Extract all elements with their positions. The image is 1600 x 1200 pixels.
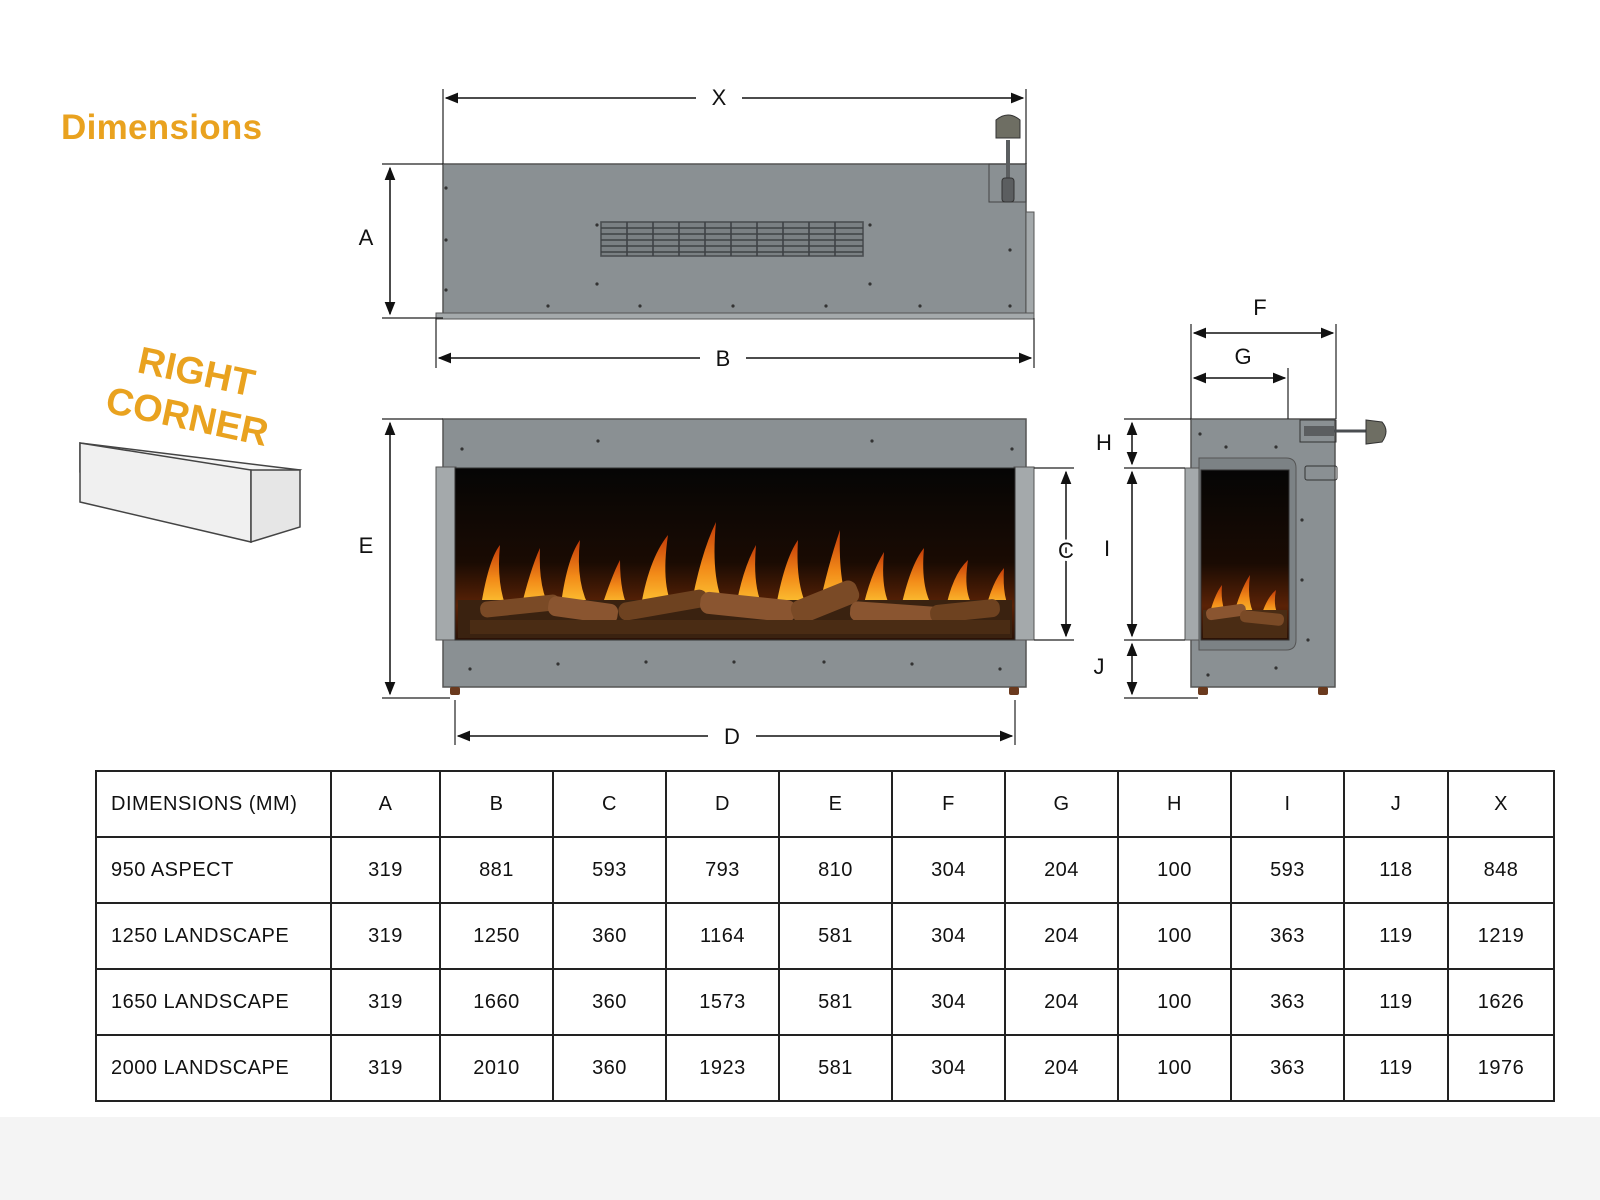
vent-grille [600,221,864,257]
model-name-cell: 2000 LANDSCAPE [95,1034,332,1102]
table-cell: 593 [1230,836,1345,904]
table-header-cell: F [891,770,1006,838]
model-name-cell: 1250 LANDSCAPE [95,902,332,970]
table-cell: 1923 [665,1034,780,1102]
table-header-cell: G [1004,770,1119,838]
footer-band [0,1117,1600,1200]
table-cell: 1164 [665,902,780,970]
table-cell: 1976 [1447,1034,1555,1102]
table-header-cell: B [439,770,554,838]
table-cell: 100 [1117,1034,1232,1102]
table-cell: 363 [1230,968,1345,1036]
table-cell: 319 [330,902,441,970]
model-name-cell: 950 ASPECT [95,836,332,904]
dim-label-f: F [1253,295,1266,320]
dim-label-i: I [1104,536,1110,561]
model-name-cell: 1650 LANDSCAPE [95,968,332,1036]
table-cell: 810 [778,836,893,904]
table-cell: 881 [439,836,554,904]
table-cell: 360 [552,968,667,1036]
table-cell: 100 [1117,902,1232,970]
table-cell: 363 [1230,1034,1345,1102]
table-cell: 204 [1004,836,1119,904]
side-view: F G H I J [1094,295,1387,699]
table-cell: 304 [891,902,1006,970]
table-cell: 100 [1117,968,1232,1036]
table-header-cell: C [552,770,667,838]
table-cell: 360 [552,902,667,970]
log-bed [458,580,1012,638]
table-cell: 593 [552,836,667,904]
table-header-cell: H [1117,770,1232,838]
dim-label-a: A [359,225,374,250]
table-cell: 1219 [1447,902,1555,970]
table-cell: 304 [891,836,1006,904]
dim-label-h: H [1096,430,1112,455]
power-plug-icon [988,114,1027,203]
table-cell: 304 [891,1034,1006,1102]
table-header-cell: E [778,770,893,838]
table-cell: 1660 [439,968,554,1036]
table-header-cell: A [330,770,441,838]
table-cell: 319 [330,968,441,1036]
top-view: A X B [359,85,1035,371]
dimension-drawing: RIGHT CORNER [79,85,1387,749]
front-view: E C D [359,418,1077,749]
table-cell: 1250 [439,902,554,970]
table-cell: 848 [1447,836,1555,904]
table-cell: 119 [1343,902,1449,970]
table-cell: 118 [1343,836,1449,904]
table-cell: 581 [778,902,893,970]
table-cell: 319 [330,1034,441,1102]
table-cell: 1573 [665,968,780,1036]
table-cell: 581 [778,968,893,1036]
right-corner-icon: RIGHT CORNER [79,340,303,544]
table-cell: 1626 [1447,968,1555,1036]
screw-dots [444,186,1012,308]
table-cell: 793 [665,836,780,904]
page-title: Dimensions [61,108,263,147]
side-power-plug-icon [1304,419,1387,445]
table-cell: 319 [330,836,441,904]
dim-label-b: B [716,346,731,371]
table-header-cell: X [1447,770,1555,838]
dim-label-x: X [712,85,727,110]
dim-label-c: C [1058,538,1074,563]
table-cell: 363 [1230,902,1345,970]
dim-label-e: E [359,533,374,558]
table-header-cell: D [665,770,780,838]
table-cell: 204 [1004,968,1119,1036]
table-header-cell: I [1230,770,1345,838]
dim-label-j: J [1094,654,1105,679]
front-screw-dots [460,439,1014,671]
table-header-cell: J [1343,770,1449,838]
table-cell: 204 [1004,1034,1119,1102]
table-cell: 304 [891,968,1006,1036]
dim-label-g: G [1234,344,1251,369]
table-cell: 360 [552,1034,667,1102]
table-cell: 100 [1117,836,1232,904]
table-cell: 581 [778,1034,893,1102]
table-cell: 119 [1343,968,1449,1036]
table-header-label: DIMENSIONS (MM) [95,770,332,838]
table-cell: 2010 [439,1034,554,1102]
table-cell: 204 [1004,902,1119,970]
dim-label-d: D [724,724,740,749]
table-cell: 119 [1343,1034,1449,1102]
